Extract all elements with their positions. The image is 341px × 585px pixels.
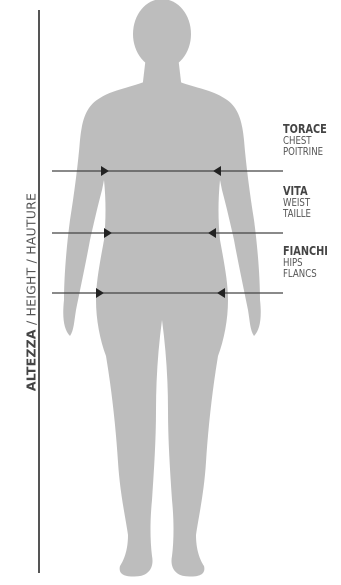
silhouette-body	[63, 82, 261, 577]
hips-label: FIANCHI HIPS FLANCS	[283, 244, 328, 279]
waist-label: VITA WEIST TAILLE	[283, 184, 311, 219]
waist-label-fr: TAILLE	[283, 208, 311, 219]
chest-label-fr: POITRINE	[283, 146, 327, 157]
chest-label: TORACE CHEST POITRINE	[283, 122, 327, 157]
hips-label-fr: FLANCS	[283, 268, 328, 279]
